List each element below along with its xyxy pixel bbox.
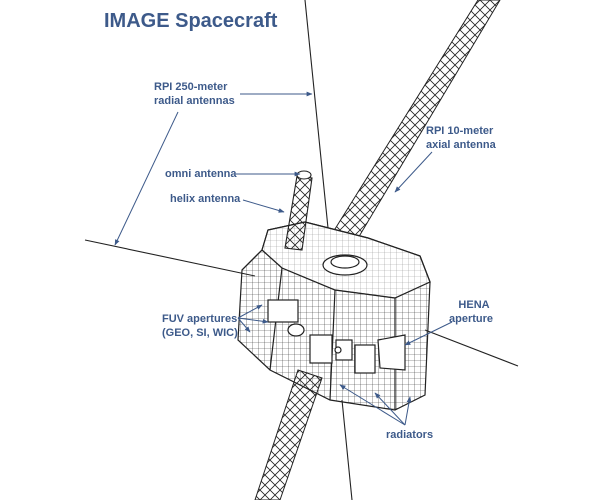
leader-arrows — [114, 91, 453, 426]
label-axial-antenna: RPI 10-meter axial antenna — [426, 124, 496, 152]
label-line: axial antenna — [426, 139, 496, 151]
label-radial-antennas: RPI 250-meter radial antennas — [154, 80, 235, 108]
label-line: RPI 10-meter — [426, 125, 494, 137]
label-fuv-apertures: FUV apertures (GEO, SI, WIC) — [162, 312, 238, 340]
label-line: (GEO, SI, WIC) — [162, 327, 238, 339]
radial-antennas — [84, 0, 519, 500]
label-line: radial antennas — [154, 95, 235, 107]
label-helix-antenna: helix antenna — [170, 193, 241, 205]
spacecraft-body — [237, 221, 431, 411]
diagram-title: IMAGE Spacecraft — [104, 10, 278, 32]
label-hena-aperture: HENA aperture — [449, 298, 493, 326]
label-line: aperture — [449, 313, 494, 325]
label-line: FUV apertures — [162, 313, 238, 325]
label-line: RPI 250-meter — [154, 81, 228, 93]
label-radiators: radiators — [386, 429, 434, 441]
label-omni-antenna: omni antenna — [165, 168, 237, 180]
label-line: HENA — [458, 299, 490, 311]
